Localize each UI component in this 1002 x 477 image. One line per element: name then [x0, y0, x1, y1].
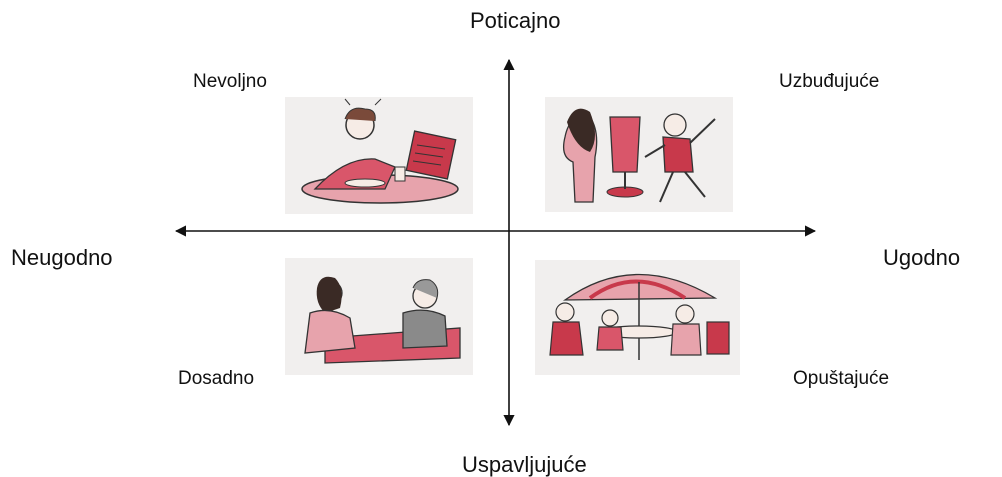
illustration-bored-conversation [285, 258, 473, 375]
illustration-anxious-diner [285, 97, 473, 214]
quadrant-label-top-right: Uzbuđujuće [779, 71, 880, 92]
anxious-diner-drawing [301, 98, 459, 204]
axis-label-top: Poticajno [470, 8, 561, 33]
bored-conversation-drawing [304, 276, 461, 364]
quadrant-label-bottom-left: Dosadno [178, 368, 255, 389]
illustration-excited-people [545, 97, 733, 212]
axis-label-left: Neugodno [11, 245, 113, 270]
quadrant-label-top-left: Nevoljno [193, 71, 267, 92]
axis-label-bottom: Uspavljujuće [462, 452, 587, 477]
axis-label-right: Ugodno [883, 245, 961, 270]
excited-people-drawing [562, 108, 716, 203]
illustration-relaxing-cafe [535, 260, 740, 375]
relaxing-cafe-drawing [549, 273, 730, 360]
quadrant-label-bottom-right: Opuštajuće [793, 368, 890, 389]
